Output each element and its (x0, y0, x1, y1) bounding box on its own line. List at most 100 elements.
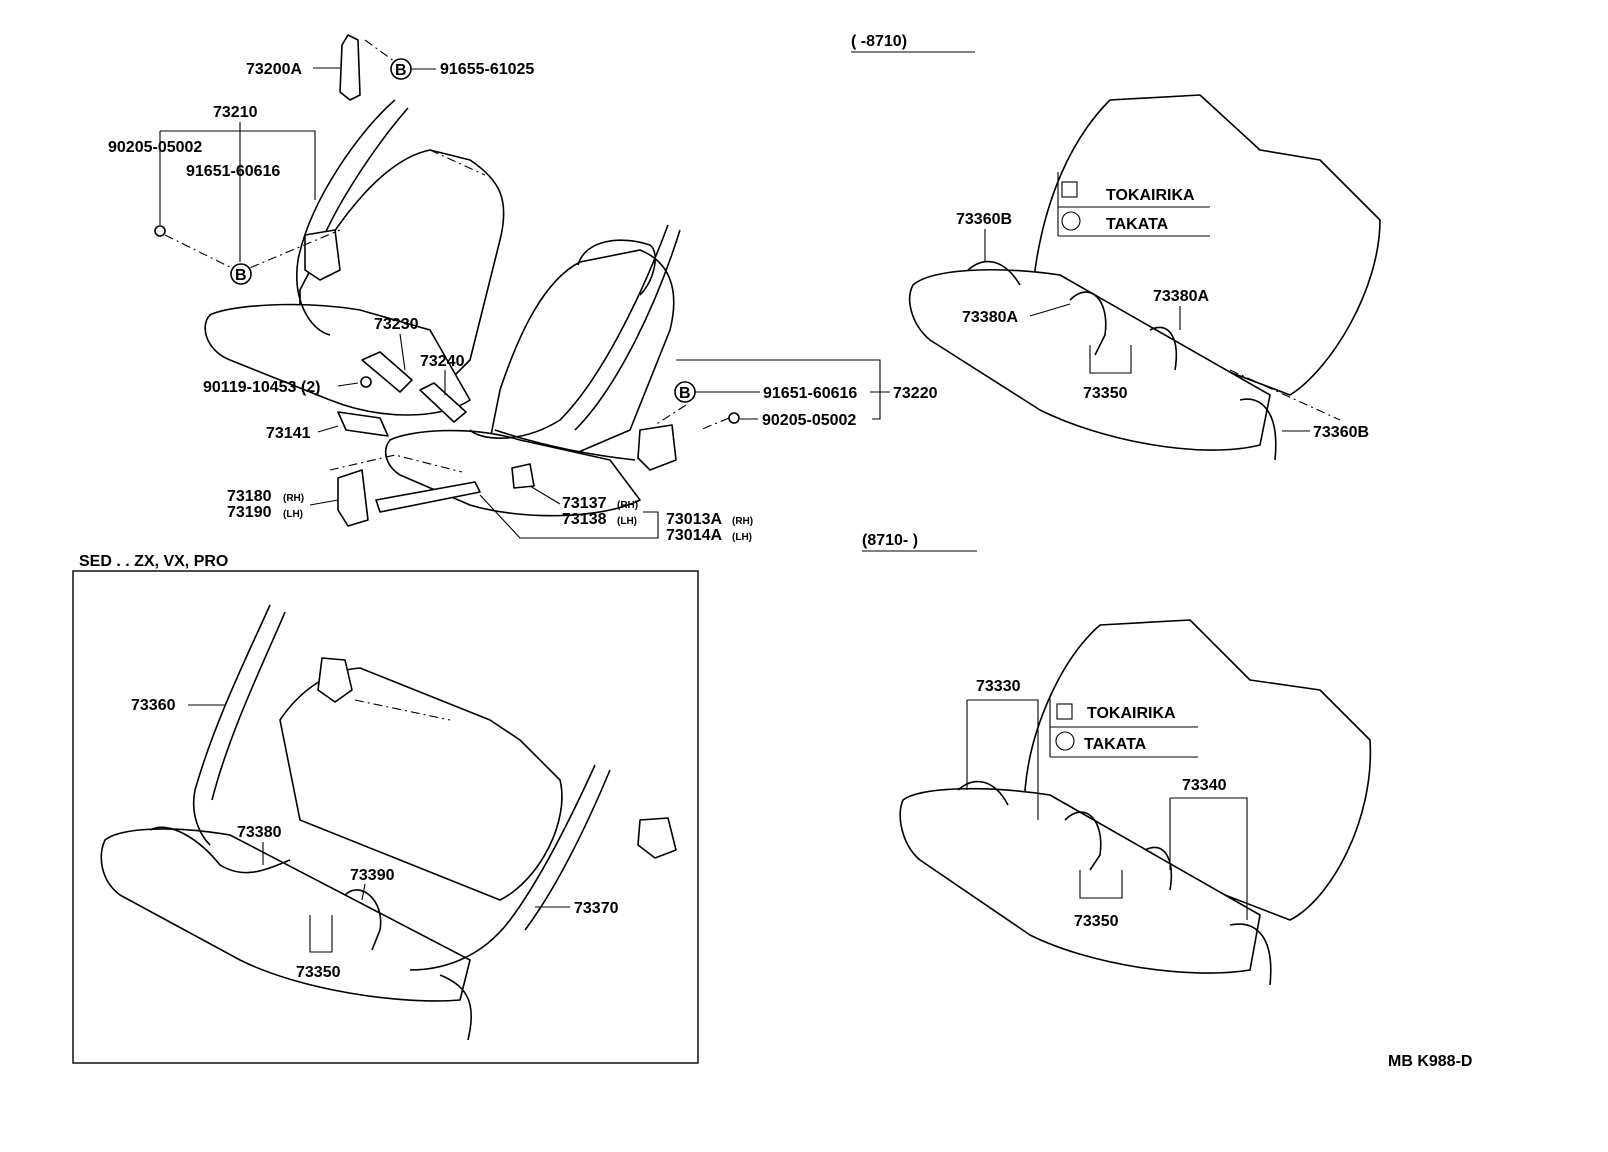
retractor-bracket (339, 34, 361, 101)
label-73137-rh: (RH) (617, 500, 638, 511)
period-before: ( -8710) (851, 33, 907, 50)
cover-73137 (511, 463, 535, 489)
label-73013A-rh: (RH) (732, 516, 753, 527)
label-73350-inset: 73350 (296, 964, 341, 981)
front-right-retractor (637, 424, 677, 471)
label-91655-61025: 91655-61025 (440, 61, 534, 78)
bolt-90119 (360, 376, 372, 388)
label-73190: 73190 (227, 504, 272, 521)
rear-seat-before-group: ( -8710) TOKAIRIKA TAKATA 73360B 73380A … (851, 33, 1381, 461)
label-73137: 73137 (562, 495, 607, 512)
nut-90205-left (154, 225, 166, 237)
seat-rail-bar (375, 481, 481, 513)
tokairika-logo-after (1056, 703, 1073, 720)
front-left-shoulder-belt (296, 99, 396, 336)
front-dash-3 (329, 454, 463, 473)
mark-b-group: B B B (230, 58, 696, 403)
manufacturer-tokairika-before: TOKAIRIKA (1106, 187, 1195, 204)
inset-retractor-right (637, 817, 677, 859)
inset-belt-73370-edge (524, 769, 611, 931)
tokairika-logo-before (1061, 181, 1078, 198)
drawing-code: MB K988-D (1388, 1053, 1472, 1070)
buckle-73240 (419, 382, 467, 423)
inset-seat-back (279, 667, 563, 901)
label-73220: 73220 (893, 385, 938, 402)
label-73138-lh: (LH) (617, 516, 637, 527)
label-73360B-left: 73360B (956, 211, 1012, 228)
inset-dash (354, 699, 451, 721)
label-73370: 73370 (574, 900, 619, 917)
label-73200A: 73200A (246, 61, 302, 78)
label-73330: 73330 (976, 678, 1021, 695)
label-73180: 73180 (227, 488, 272, 505)
inset-belt-73360-edge (211, 611, 286, 801)
label-73390: 73390 (350, 867, 395, 884)
rear-before-belt-right (1149, 326, 1177, 371)
label-73380: 73380 (237, 824, 282, 841)
takata-logo-after (1055, 731, 1075, 751)
label-73380A-left: 73380A (962, 309, 1018, 326)
inset-belt-73360 (192, 604, 271, 846)
front-right-shoulder-belt-edge (574, 229, 681, 431)
inset-frame (72, 570, 699, 1064)
rear-before-dash (1229, 369, 1341, 421)
inset-belt-73380 (149, 826, 291, 874)
rear-before-belt-center (1069, 291, 1107, 356)
front-right-headrest (577, 239, 656, 296)
label-73210: 73210 (213, 104, 258, 121)
rear-after-belt-center (1064, 811, 1102, 871)
label-73014A: 73014A (666, 527, 722, 544)
inset-belt-73390 (344, 889, 382, 951)
mark-b-left: B (235, 267, 247, 284)
front-left-retractor (304, 229, 341, 281)
inset-belt-tail (439, 974, 472, 1041)
mark-b-top: B (395, 62, 407, 79)
label-73180-rh: (RH) (283, 493, 304, 504)
inset-title: SED . . ZX, VX, PRO (79, 553, 228, 570)
label-90119-10453: 90119-10453 (2) (203, 379, 320, 396)
label-73360: 73360 (131, 697, 176, 714)
front-dash-2 (364, 39, 399, 65)
bracket-73180 (337, 469, 369, 527)
rear-seat-after-group: (8710- ) TOKAIRIKA TAKATA 73330 73340 73… (862, 532, 1372, 986)
rear-before-belt-left (967, 260, 1021, 286)
label-73190-lh: (LH) (283, 509, 303, 520)
label-91651-60616-right: 91651-60616 (763, 385, 857, 402)
front-dash-6 (699, 417, 730, 431)
rear-after-belt-left (957, 780, 1009, 806)
mark-b-circle-left (230, 263, 252, 285)
label-90205-05002-right: 90205-05002 (762, 412, 856, 429)
label-73350-after: 73350 (1074, 913, 1119, 930)
manufacturer-takata-before: TAKATA (1106, 216, 1169, 233)
rear-after-belt-tail (1229, 923, 1272, 986)
rear-after-belt-right (1144, 846, 1172, 891)
front-labels: 73200A 91655-61025 73210 90205-05002 916… (108, 61, 938, 544)
rear-before-belt-tail (1239, 398, 1277, 461)
inset-belt-73370 (409, 764, 596, 971)
anchor-plate-73141 (337, 411, 389, 437)
manufacturer-tokairika-after: TOKAIRIKA (1087, 705, 1176, 722)
inset-group: SED . . ZX, VX, PRO 73360 73380 73390 73… (72, 553, 699, 1064)
label-73013A: 73013A (666, 511, 722, 528)
label-73138: 73138 (562, 511, 607, 528)
inset-seat-cushion (100, 828, 471, 1002)
period-after: (8710- ) (862, 532, 918, 549)
front-right-shoulder-belt (469, 224, 669, 439)
label-90205-05002-left: 90205-05002 (108, 139, 202, 156)
label-73350-before: 73350 (1083, 385, 1128, 402)
inset-retractor-top (317, 657, 353, 703)
label-73240: 73240 (420, 353, 465, 370)
label-73230: 73230 (374, 316, 419, 333)
mark-b-right: B (679, 385, 691, 402)
label-73380A-right: 73380A (1153, 288, 1209, 305)
label-73360B-right: 73360B (1313, 424, 1369, 441)
front-right-lap-belt (494, 429, 636, 461)
front-seat-group (154, 34, 740, 527)
front-dash-5 (654, 404, 687, 426)
label-73014A-lh: (LH) (732, 532, 752, 543)
buckle-73230 (361, 351, 413, 393)
manufacturer-takata-after: TAKATA (1084, 736, 1147, 753)
nut-90205-right (728, 412, 740, 424)
label-91651-60616-left: 91651-60616 (186, 163, 280, 180)
